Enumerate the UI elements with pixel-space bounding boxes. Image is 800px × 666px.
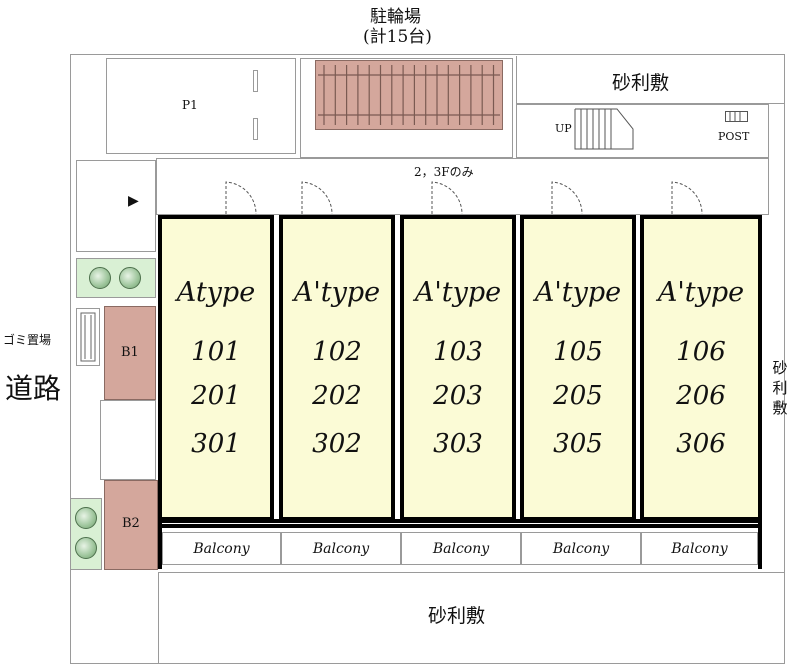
balcony: Balcony bbox=[281, 532, 401, 565]
shrub-icon bbox=[119, 267, 141, 289]
room-number: 202 bbox=[312, 381, 362, 411]
room-number: 101 bbox=[191, 337, 241, 367]
door-swing-icon bbox=[551, 181, 583, 215]
room-number: 302 bbox=[312, 429, 362, 459]
parking-b2 bbox=[104, 480, 158, 570]
room-number: 306 bbox=[676, 429, 726, 459]
gravel-bottom-label: 砂利敷 bbox=[428, 605, 486, 627]
balcony: Balcony bbox=[521, 532, 641, 565]
gravel-right-label: 砂 利 敷 bbox=[770, 358, 790, 418]
garbage-area bbox=[76, 308, 100, 366]
unit-type: A'type bbox=[414, 277, 502, 308]
room-number: 103 bbox=[433, 337, 483, 367]
unit-column: Atype 101 201 301 bbox=[158, 215, 274, 521]
parking-p1 bbox=[106, 58, 296, 154]
shrub-icon bbox=[75, 537, 97, 559]
bicycle-rack bbox=[315, 60, 503, 130]
entrance-arrow-icon: ▶ bbox=[128, 193, 139, 209]
room-number: 102 bbox=[312, 337, 362, 367]
stair-area bbox=[516, 104, 769, 158]
road-label: 道路 bbox=[5, 372, 62, 405]
gravel-right-text: 砂 利 敷 bbox=[772, 359, 788, 417]
garbage-grate-icon bbox=[80, 312, 96, 362]
post-icon bbox=[725, 111, 748, 122]
building-frame-left bbox=[158, 519, 162, 569]
bicycle-parking-title: 駐輪場 bbox=[370, 7, 421, 27]
balcony: Balcony bbox=[401, 532, 521, 565]
planter-top bbox=[76, 258, 156, 298]
planter-bottom bbox=[70, 498, 102, 570]
gravel-bottom-area bbox=[158, 572, 785, 664]
side-gap bbox=[100, 400, 156, 480]
unit-type: A'type bbox=[293, 277, 381, 308]
shrub-icon bbox=[75, 507, 97, 529]
door-swing-icon bbox=[671, 181, 703, 215]
room-number: 106 bbox=[676, 337, 726, 367]
bicycle-parking-count: (計15台) bbox=[363, 27, 432, 47]
floors-note: 2，3Fのみ bbox=[414, 165, 474, 179]
stair-up-label: UP bbox=[555, 122, 572, 135]
unit-type: Atype bbox=[176, 277, 256, 308]
bicycle-rack-lines bbox=[318, 65, 500, 125]
unit-column: A'type 102 202 302 bbox=[279, 215, 395, 521]
unit-column: A'type 103 203 303 bbox=[400, 215, 516, 521]
door-swing-icon bbox=[301, 181, 333, 215]
shrub-icon bbox=[89, 267, 111, 289]
room-number: 203 bbox=[433, 381, 483, 411]
unit-column: A'type 106 206 306 bbox=[640, 215, 762, 521]
unit-column: A'type 105 205 305 bbox=[520, 215, 636, 521]
room-number: 205 bbox=[553, 381, 603, 411]
garbage-label: ゴミ置場 bbox=[3, 333, 52, 347]
parking-marker bbox=[253, 70, 258, 92]
room-number: 305 bbox=[553, 429, 603, 459]
door-swing-icon bbox=[225, 181, 257, 215]
stairs-icon bbox=[574, 108, 634, 150]
door-swings bbox=[225, 181, 703, 215]
building-frame-right bbox=[758, 519, 762, 569]
room-number: 303 bbox=[433, 429, 483, 459]
parking-b2-label: B2 bbox=[122, 516, 140, 531]
post-label: POST bbox=[718, 130, 750, 143]
door-swing-icon bbox=[431, 181, 463, 215]
gravel-top-area bbox=[516, 56, 785, 104]
room-number: 206 bbox=[676, 381, 726, 411]
unit-type: A'type bbox=[657, 277, 745, 308]
building-frame bbox=[158, 519, 762, 528]
corridor bbox=[156, 158, 769, 215]
gravel-top-label: 砂利敷 bbox=[612, 72, 670, 94]
balcony: Balcony bbox=[641, 532, 758, 565]
entrance-lane bbox=[76, 160, 156, 252]
unit-type: A'type bbox=[534, 277, 622, 308]
parking-marker bbox=[253, 118, 258, 140]
room-number: 105 bbox=[553, 337, 603, 367]
room-number: 301 bbox=[191, 429, 241, 459]
balcony: Balcony bbox=[162, 532, 281, 565]
room-number: 201 bbox=[191, 381, 241, 411]
bicycle-area bbox=[300, 58, 513, 158]
parking-b1-label: B1 bbox=[121, 345, 139, 360]
site-boundary bbox=[70, 54, 785, 664]
parking-p1-label: P1 bbox=[182, 98, 198, 112]
parking-b1 bbox=[104, 306, 156, 400]
